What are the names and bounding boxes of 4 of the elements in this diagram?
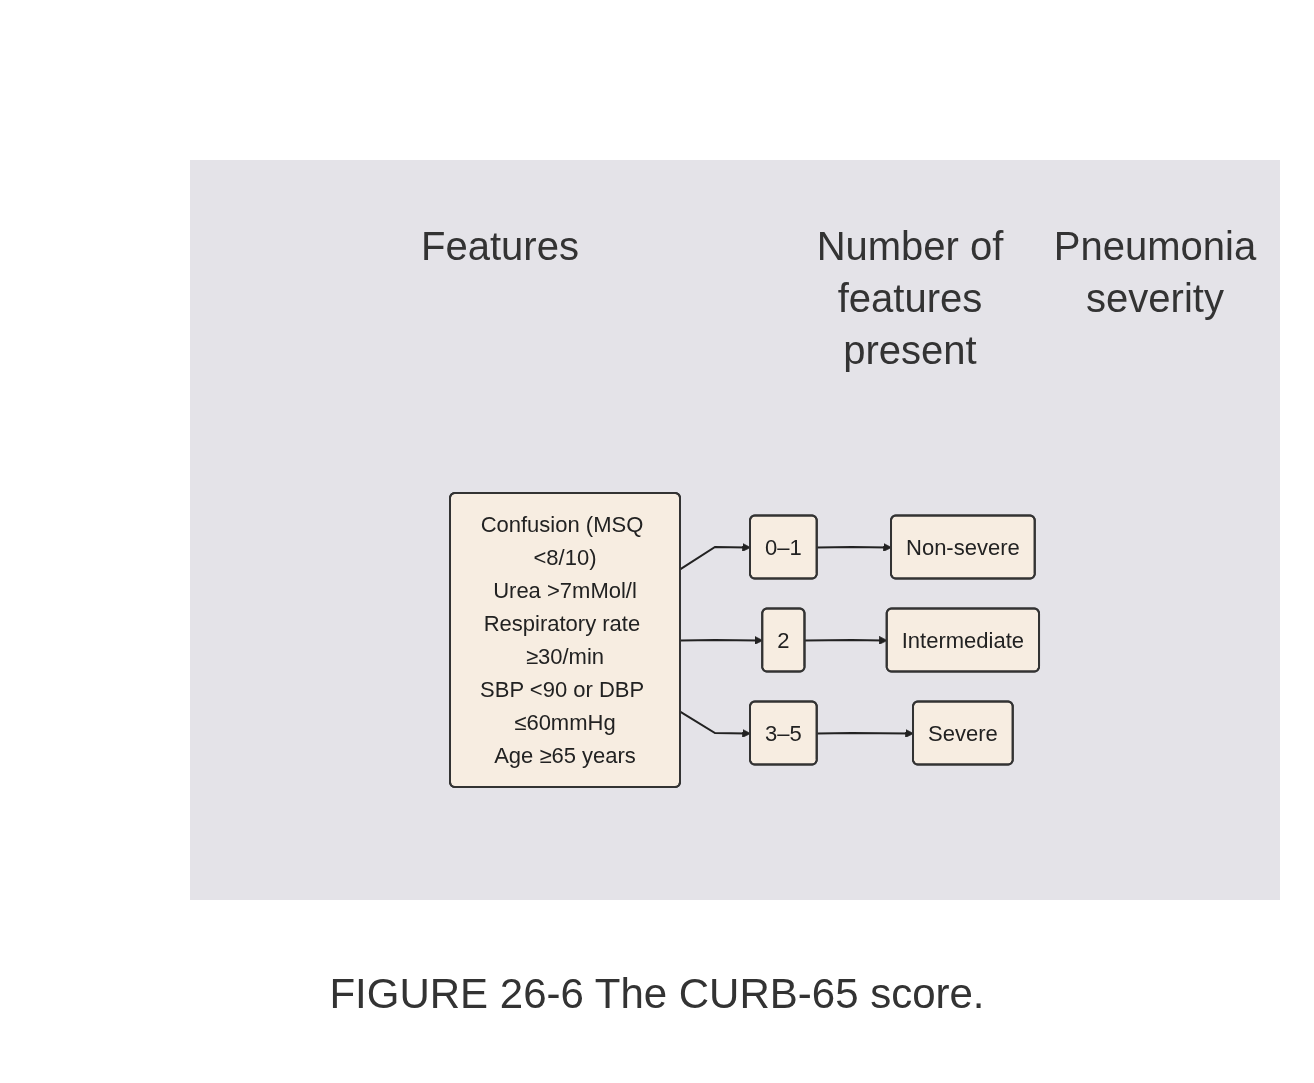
figure-caption: FIGURE 26-6 The CURB-65 score.	[328, 970, 986, 1018]
column-heading: Pneumonia severity	[1052, 223, 1258, 322]
column-heading: Number of features present	[815, 223, 1005, 374]
column-heading: Features	[420, 223, 580, 270]
